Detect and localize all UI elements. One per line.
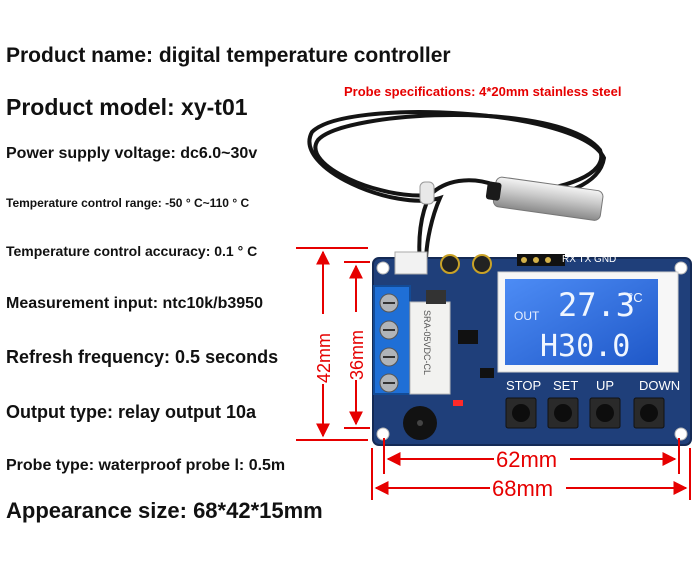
button-label-up: UP xyxy=(596,378,614,393)
height-inner-label: 36mm xyxy=(347,330,367,380)
screw-terminal-block xyxy=(373,285,411,395)
serial-header xyxy=(517,254,565,266)
set-button[interactable] xyxy=(547,397,579,429)
button-label-set: SET xyxy=(553,378,578,393)
chip xyxy=(458,330,478,344)
power-supply-text: Power supply voltage: dc6.0~30v xyxy=(6,145,258,162)
steel-probe xyxy=(485,176,604,221)
height-outer-label: 42mm xyxy=(314,333,334,383)
lcd-unit: °C xyxy=(628,290,643,305)
width-outer-label: 68mm xyxy=(492,476,553,501)
width-inner-label: 62mm xyxy=(496,447,557,472)
appearance-size-text: Appearance size: 68*42*15mm xyxy=(6,498,323,523)
serial-header-label: RX TX GND xyxy=(562,254,616,265)
control-accuracy-text: Temperature control accuracy: 0.1 ° C xyxy=(6,243,258,259)
up-button[interactable] xyxy=(589,397,621,429)
control-range-text: Temperature control range: -50 ° C~110 °… xyxy=(6,196,250,210)
relay xyxy=(409,301,451,395)
probe-spec-text: Probe specifications: 4*20mm stainless s… xyxy=(344,84,622,99)
down-button[interactable] xyxy=(633,397,665,429)
lcd-out-label: OUT xyxy=(514,309,540,323)
button-label-stop: STOP xyxy=(506,378,541,393)
output-type-text: Output type: relay output 10a xyxy=(6,402,257,422)
relay-label: SRA-05VDC-CL xyxy=(422,310,432,375)
sensor-connector xyxy=(394,251,428,275)
probe-type-text: Probe type: waterproof probe l: 0.5m xyxy=(6,457,286,474)
lcd-display: OUT 27.3 °C H30.0 xyxy=(497,271,679,373)
stop-button[interactable] xyxy=(505,397,537,429)
product-model-text: Product model: xy-t01 xyxy=(6,94,248,120)
lcd-setpoint: H30.0 xyxy=(540,329,630,364)
refresh-frequency-text: Refresh frequency: 0.5 seconds xyxy=(6,347,279,367)
button-label-down: DOWN xyxy=(639,378,680,393)
capacitor xyxy=(440,254,460,274)
status-led xyxy=(453,400,463,406)
controller-pcb: RX TX GND SRA-05VDC-CL xyxy=(372,251,692,446)
inductor xyxy=(426,290,446,304)
cable-clip xyxy=(419,181,435,205)
chip xyxy=(480,368,494,378)
capacitor xyxy=(472,254,492,274)
lcd-temperature: 27.3 xyxy=(558,286,635,324)
measurement-input-text: Measurement input: ntc10k/b3950 xyxy=(6,295,263,312)
product-name-text: Product name: digital temperature contro… xyxy=(6,44,451,67)
